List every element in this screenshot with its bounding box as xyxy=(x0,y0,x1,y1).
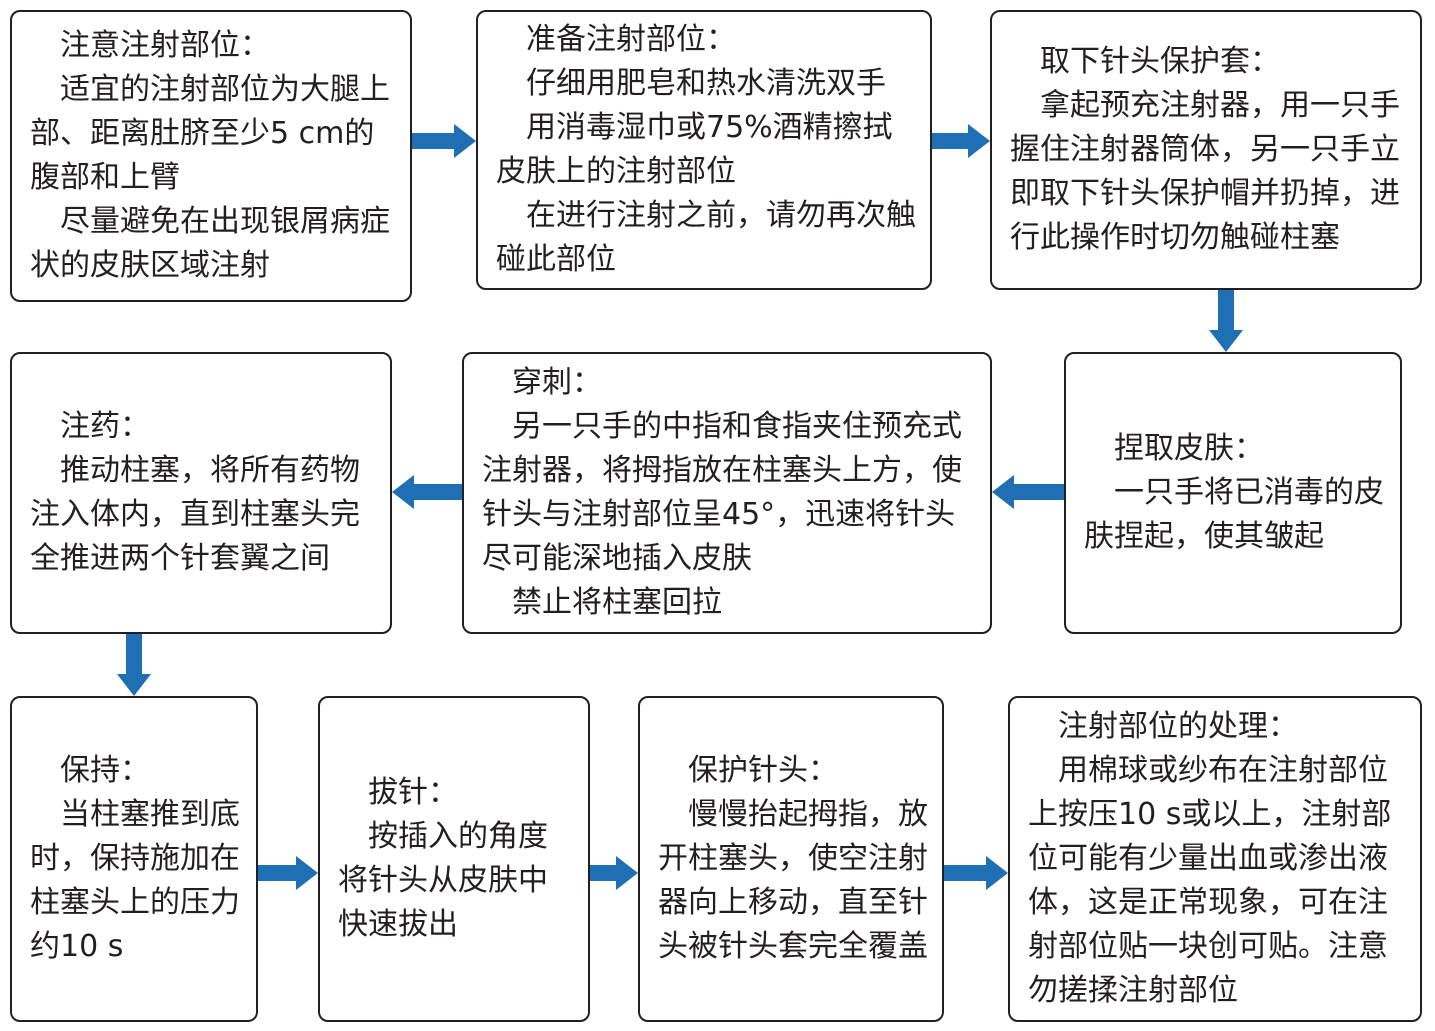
step-2-line-1: 仔细用肥皂和热水清洗双手 xyxy=(526,66,886,101)
step-9-box: 保护针头： 慢慢抬起拇指，放开柱塞头，使空注射器向上移动，直至针头被针头套完全覆… xyxy=(638,696,944,1022)
step-10-title: 注射部位的处理： xyxy=(1058,709,1298,744)
arrow-7-to-8 xyxy=(258,856,318,890)
step-7-line-1: 当柱塞推到底时，保持施加在柱塞头上的压力约10 s xyxy=(30,797,240,964)
arrow-2-to-3 xyxy=(932,124,990,158)
arrow-4-to-5 xyxy=(992,475,1064,509)
step-9-title: 保护针头： xyxy=(688,753,838,788)
step-9-line-1: 慢慢抬起拇指，放开柱塞头，使空注射器向上移动，直至针头被针头套完全覆盖 xyxy=(658,797,928,964)
step-10-box: 注射部位的处理： 用棉球或纱布在注射部位上按压10 s或以上，注射部位可能有少量… xyxy=(1008,696,1422,1022)
step-2-line-3: 在进行注射之前，请勿再次触碰此部位 xyxy=(496,198,916,277)
step-8-box: 拔针： 按插入的角度将针头从皮肤中快速拔出 xyxy=(318,696,590,1022)
arrow-6-to-7 xyxy=(117,634,151,696)
step-8-line-1: 按插入的角度将针头从皮肤中快速拔出 xyxy=(338,819,548,942)
arrow-5-to-6 xyxy=(392,475,462,509)
step-5-title: 穿刺： xyxy=(512,365,602,400)
step-1-line-1: 适宜的注射部位为大腿上部、距离肚脐至少5 cm的腹部和上臂 xyxy=(30,72,390,195)
step-5-line-1: 另一只手的中指和食指夹住预充式注射器，将拇指放在柱塞头上方，使针头与注射部位呈4… xyxy=(482,409,962,576)
step-2-box: 准备注射部位： 仔细用肥皂和热水清洗双手 用消毒湿巾或75%酒精擦拭皮肤上的注射… xyxy=(476,10,932,290)
step-3-line-1: 拿起预充注射器，用一只手握住注射器筒体，另一只手立即取下针头保护帽并扔掉，进行此… xyxy=(1010,88,1400,255)
step-10-line-1: 用棉球或纱布在注射部位上按压10 s或以上，注射部位可能有少量出血或渗出液体，这… xyxy=(1028,753,1392,1008)
step-3-box: 取下针头保护套： 拿起预充注射器，用一只手握住注射器筒体，另一只手立即取下针头保… xyxy=(990,10,1422,290)
step-4-line-1: 一只手将已消毒的皮肤捏起，使其皱起 xyxy=(1084,475,1384,554)
step-5-box: 穿刺： 另一只手的中指和食指夹住预充式注射器，将拇指放在柱塞头上方，使针头与注射… xyxy=(462,352,992,634)
step-4-title: 捏取皮肤： xyxy=(1114,431,1264,466)
step-7-title: 保持： xyxy=(60,753,150,788)
arrow-8-to-9 xyxy=(590,856,638,890)
step-1-line-2: 尽量避免在出现银屑病症状的皮肤区域注射 xyxy=(30,204,390,283)
step-4-box: 捏取皮肤： 一只手将已消毒的皮肤捏起，使其皱起 xyxy=(1064,352,1402,634)
arrow-9-to-10 xyxy=(944,856,1008,890)
step-5-line-2: 禁止将柱塞回拉 xyxy=(512,585,722,620)
step-1-box: 注意注射部位： 适宜的注射部位为大腿上部、距离肚脐至少5 cm的腹部和上臂 尽量… xyxy=(10,10,412,302)
step-6-title: 注药： xyxy=(60,409,150,444)
step-2-title: 准备注射部位： xyxy=(526,22,736,57)
step-6-box: 注药： 推动柱塞，将所有药物注入体内，直到柱塞头完全推进两个针套翼之间 xyxy=(10,352,392,634)
step-6-line-1: 推动柱塞，将所有药物注入体内，直到柱塞头完全推进两个针套翼之间 xyxy=(30,453,360,576)
step-1-title: 注意注射部位： xyxy=(60,28,270,63)
step-8-title: 拔针： xyxy=(368,775,458,810)
step-3-title: 取下针头保护套： xyxy=(1040,44,1280,79)
arrow-1-to-2 xyxy=(412,124,476,158)
step-2-line-2: 用消毒湿巾或75%酒精擦拭皮肤上的注射部位 xyxy=(496,110,893,189)
step-7-box: 保持： 当柱塞推到底时，保持施加在柱塞头上的压力约10 s xyxy=(10,696,258,1022)
arrow-3-to-4 xyxy=(1209,290,1243,352)
